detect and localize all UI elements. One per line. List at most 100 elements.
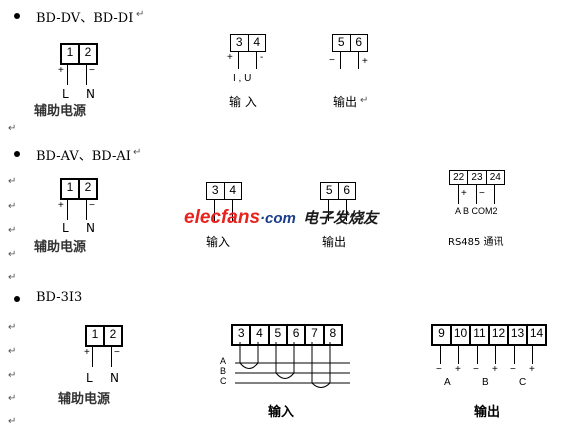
terminal-1: 1 [87,327,105,345]
terminal-4: 4 [229,183,237,197]
terminal-block: 1 2 [60,43,98,65]
wire [86,198,87,220]
plus-sign: + [58,65,64,76]
rs485-caption: RS485 通讯 [448,237,504,248]
minus-sign: − [89,65,95,76]
plus-sign: + [58,200,64,211]
paragraph-mark-icon: ↵ [8,272,17,283]
wire [358,51,359,69]
phase-c-label: C [220,376,227,386]
wire [495,344,496,364]
terminal-block: 5 6 [320,182,356,200]
wire [238,51,239,69]
terminal-block: 1 2 [85,325,123,347]
bullet-icon [14,151,20,157]
terminal-block: 3 4 [230,34,266,52]
terminal-4: 4 [253,35,261,49]
minus-sign: − [89,200,95,211]
minus-sign: − [436,364,442,375]
output-b-label: B [482,377,489,388]
watermark-cn: 电子发烧友 [302,209,378,227]
output-caption: 输出 [474,405,501,420]
minus-sign: − [114,347,120,358]
phase-wiring [235,342,350,388]
phase-a-label: A [220,356,227,366]
wire [86,63,87,85]
line-label: L [86,371,93,385]
aux-power-caption: 辅助电源 [34,240,87,255]
terminal-block: 3 4 [206,182,242,200]
section-heading: BD-3I3 [36,290,83,305]
wire [346,199,347,221]
aux-power-caption: 辅助电源 [58,392,111,407]
bullet-icon [14,296,20,302]
watermark-brand: elecfans [184,207,261,228]
rs485-pin-labels: A B COM2 [455,206,498,216]
minus-sign: − [510,364,516,375]
wire [477,344,478,364]
terminal-6: 6 [355,35,363,49]
terminal-5: 5 [333,35,351,51]
neutral-label: N [86,221,95,235]
paragraph-mark-icon: ↵ [8,176,17,187]
wire [92,345,93,367]
paragraph-mark-icon: ↵ [8,393,17,404]
wire [476,184,477,204]
paragraph-mark-icon: ↵ [8,225,17,236]
terminal-7: 7 [306,326,325,344]
paragraph-mark-icon: ↵ [8,123,17,134]
section-heading: BD-AV、BD-AI [36,149,131,164]
output-a-label: A [444,377,451,388]
terminal-5: 5 [270,326,288,344]
terminal-1: 1 [62,45,80,63]
terminal-11: 11 [471,326,490,344]
input-caption: 输入 [206,235,231,249]
terminal-block: 9 10 11 12 13 14 [431,324,547,346]
wire [514,344,515,364]
plus-sign: + [492,364,498,375]
terminal-14: 14 [529,326,544,340]
plus-sign: + [84,347,90,358]
paragraph-mark-icon: ↵ [8,249,17,260]
terminal-8: 8 [329,326,337,340]
terminal-5: 5 [321,183,339,199]
terminal-9: 9 [433,326,452,344]
wire [532,344,533,364]
paragraph-mark-icon: ↵ [8,416,17,427]
terminal-6: 6 [343,183,351,197]
terminal-13: 13 [509,326,528,344]
input-caption: 输 入 [229,95,257,109]
phase-b-label: B [220,366,227,376]
paragraph-mark-icon: ↵ [133,147,142,158]
line-label: L [62,87,69,101]
terminal-2: 2 [84,180,92,194]
section-heading: BD-DV、BD-DI [36,11,134,26]
neutral-label: N [86,87,95,101]
terminal-12: 12 [490,326,509,344]
paragraph-mark-icon: ↵ [8,322,17,333]
wire [458,184,459,204]
output-caption: 输出 [322,235,347,249]
wire [458,344,459,364]
terminal-3: 3 [231,35,249,51]
paragraph-mark-icon: ↵ [8,201,17,212]
minus-sign: − [329,55,335,66]
paragraph-mark-icon: ↵ [136,9,145,20]
wire [440,344,441,364]
terminal-24: 24 [489,172,501,183]
wire [67,63,68,85]
terminal-1: 1 [62,180,80,198]
terminal-3: 3 [207,183,225,199]
watermark-logo: elecfans·com 电子发烧友 [184,207,378,229]
plus-sign: + [227,52,233,63]
plus-sign: + [461,188,467,199]
terminal-block: 1 2 [60,178,98,200]
aux-power-caption: 辅助电源 [34,104,87,119]
input-caption: 输入 [268,405,295,420]
wire [256,51,257,69]
output-c-label: C [519,377,527,388]
wire [328,199,329,221]
wire [214,199,215,221]
wire [111,345,112,367]
input-type-label: I , U [233,73,252,84]
